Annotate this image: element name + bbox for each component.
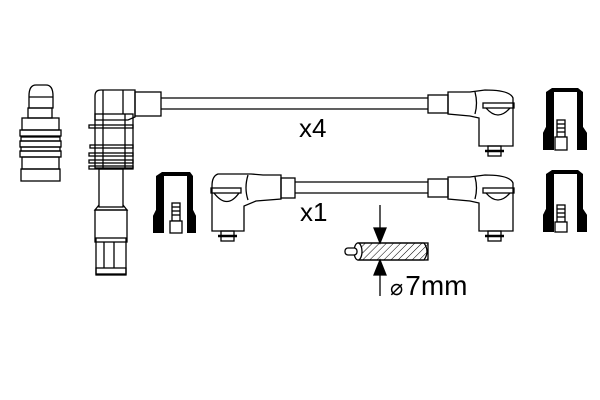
diameter-symbol-icon: ⌀ bbox=[390, 275, 404, 300]
angled-boot-x1-left bbox=[210, 173, 296, 242]
diameter-label: ⌀7mm bbox=[390, 270, 467, 302]
rubber-boot-bottom-right-pin bbox=[554, 204, 568, 233]
cable-x4 bbox=[161, 97, 428, 110]
quantity-label-x4: x4 bbox=[299, 113, 327, 143]
long-plug-boot bbox=[88, 89, 162, 276]
dimension-arrows bbox=[373, 205, 387, 296]
rubber-boot-top-right-pin bbox=[554, 119, 568, 151]
cable-cross-section bbox=[344, 242, 429, 261]
angled-boot-x4-right bbox=[427, 89, 515, 157]
diameter-value: 7mm bbox=[405, 270, 468, 301]
angled-boot-x1-right bbox=[427, 174, 515, 242]
rubber-boot-middle-left-pin bbox=[169, 202, 183, 234]
terminal-connector bbox=[19, 84, 62, 182]
cable-x1 bbox=[295, 181, 428, 194]
quantity-label-x1: x1 bbox=[300, 197, 328, 227]
